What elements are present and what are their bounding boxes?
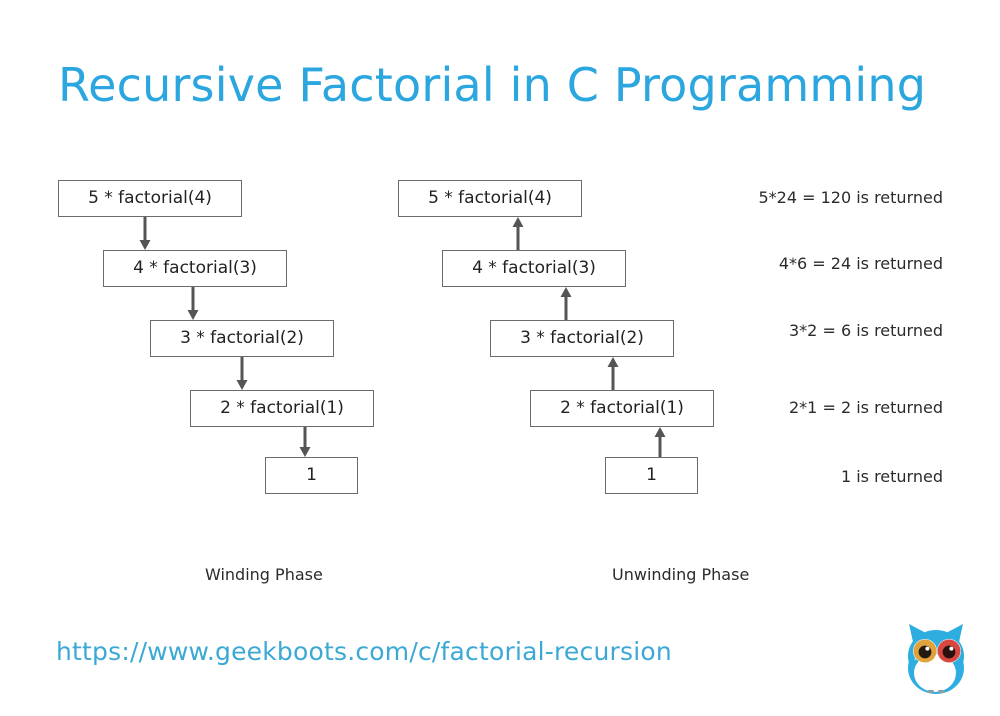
phase-caption-1: Winding Phase: [205, 565, 323, 584]
winding-node-3: 3 * factorial(2): [150, 320, 334, 357]
winding-node-1: 5 * factorial(4): [58, 180, 242, 217]
winding-node-4: 2 * factorial(1): [190, 390, 374, 427]
return-value-3: 3*2 = 6 is returned: [789, 321, 943, 340]
owl-foot-right-icon: [938, 690, 945, 693]
phase-caption-2: Unwinding Phase: [612, 565, 750, 584]
unwinding-node-1: 5 * factorial(4): [398, 180, 582, 217]
flow-arrow-unwinding-3: [605, 357, 621, 390]
owl-ear-right-icon: [946, 624, 963, 642]
owl-pupil-left-icon: [918, 645, 932, 659]
owl-belly-icon: [914, 654, 956, 692]
flow-arrow-unwinding-1: [510, 217, 526, 250]
flow-arrow-unwinding-4: [652, 427, 668, 457]
return-value-2: 4*6 = 24 is returned: [778, 254, 943, 273]
source-url[interactable]: https://www.geekboots.com/c/factorial-re…: [56, 637, 672, 666]
unwinding-node-2: 4 * factorial(3): [442, 250, 626, 287]
winding-node-5: 1: [265, 457, 358, 494]
flow-arrow-winding-4: [297, 427, 313, 457]
return-value-5: 1 is returned: [840, 467, 943, 486]
owl-foot-left-icon: [927, 690, 934, 693]
owl-ear-left-icon: [909, 624, 926, 642]
geekboots-owl-logo: [896, 616, 976, 702]
winding-node-2: 4 * factorial(3): [103, 250, 287, 287]
unwinding-node-4: 2 * factorial(1): [530, 390, 714, 427]
flow-arrow-unwinding-2: [558, 287, 574, 320]
unwinding-node-3: 3 * factorial(2): [490, 320, 674, 357]
flow-arrow-winding-2: [185, 287, 201, 320]
return-value-4: 2*1 = 2 is returned: [789, 398, 943, 417]
page-title: Recursive Factorial in C Programming: [58, 58, 927, 112]
unwinding-node-5: 1: [605, 457, 698, 494]
return-value-1: 5*24 = 120 is returned: [758, 188, 943, 207]
flow-arrow-winding-1: [137, 217, 153, 250]
owl-pupil-right-icon: [942, 645, 956, 659]
flow-arrow-winding-3: [234, 357, 250, 390]
